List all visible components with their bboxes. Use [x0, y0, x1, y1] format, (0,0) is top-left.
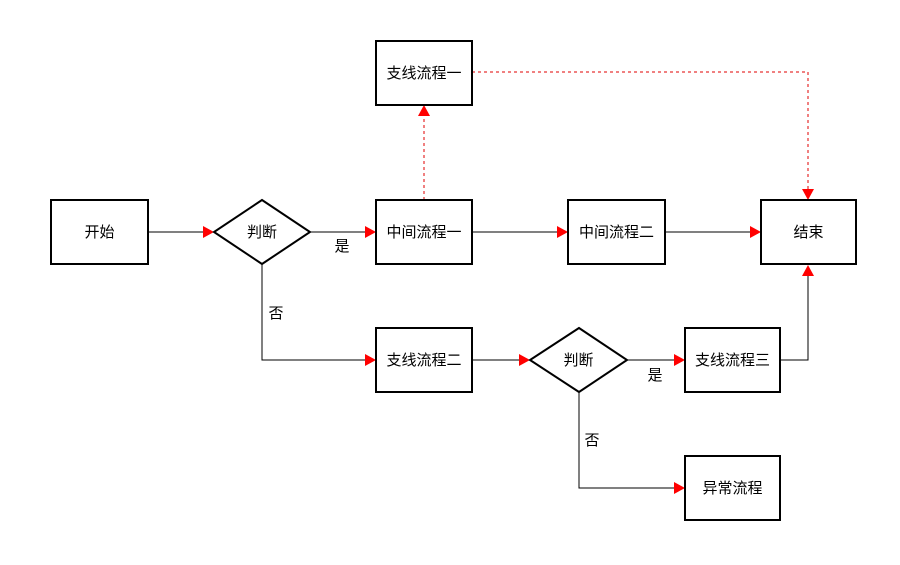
node-decision-2[interactable]: 判断 — [528, 326, 629, 394]
arrow-decision-2-to-exception — [674, 482, 685, 494]
node-exception-label: 异常流程 — [702, 479, 762, 497]
node-branch-2-box — [375, 327, 473, 393]
arrow-branch-2-to-decision-2 — [519, 354, 530, 366]
node-middle-2-box — [567, 199, 666, 265]
node-decision-2-label: 判断 — [563, 351, 593, 369]
arrow-decision-1-to-middle-1 — [365, 226, 376, 238]
edge-decision-1-to-branch-2 — [261, 264, 366, 361]
node-start-box — [50, 199, 149, 265]
node-middle-2[interactable]: 中间流程二 — [567, 199, 666, 265]
edge-branch-1-to-end — [472, 71, 809, 190]
edge-branch-3-to-end — [780, 275, 809, 361]
arrow-middle-2-to-end — [750, 226, 761, 238]
edge-label-decision-2-yes: 是 — [647, 366, 662, 384]
node-decision-1-label: 判断 — [247, 223, 277, 241]
arrow-decision-1-to-branch-2 — [365, 354, 376, 366]
node-branch-3[interactable]: 支线流程三 — [684, 327, 781, 393]
node-start-label: 开始 — [84, 223, 114, 241]
node-end-label: 结束 — [793, 223, 823, 241]
node-middle-1-box — [375, 199, 473, 265]
arrow-middle-1-to-middle-2 — [557, 226, 568, 238]
node-decision-2-diamond — [528, 326, 629, 394]
arrow-decision-2-to-branch-3 — [674, 354, 685, 366]
node-branch-3-label: 支线流程三 — [695, 351, 770, 369]
arrow-start-to-decision-1 — [203, 226, 214, 238]
node-decision-1[interactable]: 判断 — [212, 198, 312, 266]
node-exception-box — [684, 455, 781, 521]
node-middle-2-label: 中间流程二 — [579, 223, 654, 241]
node-middle-1[interactable]: 中间流程一 — [375, 199, 473, 265]
node-middle-1-label: 中间流程一 — [386, 223, 461, 241]
arrow-middle-1-to-branch-1 — [418, 105, 430, 116]
edge-label-decision-1-no: 否 — [268, 304, 283, 322]
node-end[interactable]: 结束 — [760, 199, 857, 265]
node-branch-1-label: 支线流程一 — [386, 64, 461, 82]
node-exception[interactable]: 异常流程 — [684, 455, 781, 521]
arrow-branch-1-to-end — [802, 189, 814, 200]
arrow-branch-3-to-end — [802, 265, 814, 276]
edge-decision-2-to-exception — [578, 392, 675, 489]
node-branch-3-box — [684, 327, 781, 393]
node-start[interactable]: 开始 — [50, 199, 149, 265]
node-decision-1-diamond — [212, 198, 312, 266]
node-branch-1-box — [375, 40, 473, 106]
node-end-box — [760, 199, 857, 265]
edge-label-decision-2-no: 否 — [584, 431, 599, 449]
node-branch-2[interactable]: 支线流程二 — [375, 327, 473, 393]
node-branch-1[interactable]: 支线流程一 — [375, 40, 473, 106]
node-branch-2-label: 支线流程二 — [386, 351, 461, 369]
edge-label-decision-1-yes: 是 — [334, 237, 349, 255]
